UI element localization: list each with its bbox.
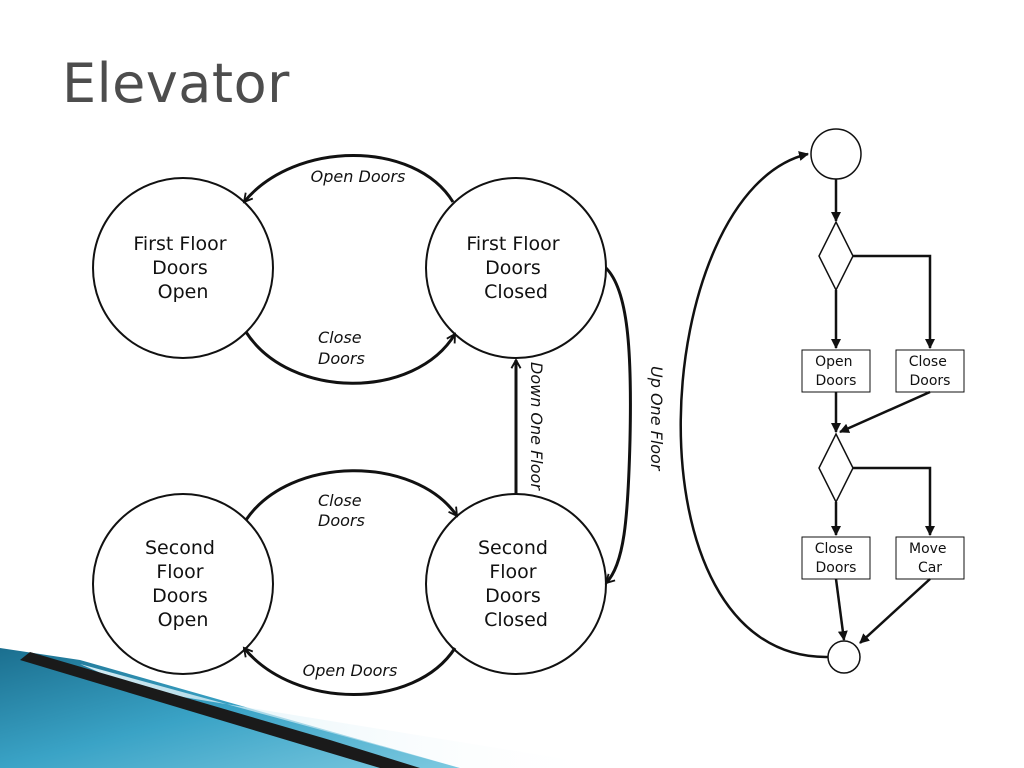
state-first-floor-doors-open: First Floor Doors Open: [92, 177, 274, 359]
svg-text:First Floor Doors: First Floor Doors Closed: [466, 233, 565, 303]
activity-loop-arrow: [679, 151, 829, 659]
state-label-line: Closed: [484, 609, 548, 631]
state-label-line: Open: [158, 281, 209, 303]
edge-label-open-doors-bottom: Open Doors: [303, 661, 398, 680]
edge-label-line: Close: [318, 328, 362, 347]
decorative-swoosh: [0, 648, 620, 768]
activity-close-doors-1: Close Doors: [895, 349, 965, 393]
activity-end-node: [827, 640, 861, 674]
activity-start-node: [810, 128, 862, 180]
activity-flow-arrow: [834, 578, 848, 641]
state-label-line: Open: [158, 609, 209, 631]
state-label-line: Doors: [485, 585, 541, 607]
activity-label-line: Car: [918, 560, 942, 576]
edge-label-up-one-floor: Up One Floor: [647, 366, 666, 472]
activity-open-doors: Open Doors: [801, 349, 871, 393]
activity-label-line: Doors: [910, 373, 951, 389]
transition-close-doors-top: [244, 331, 457, 385]
activity-label-line: Close: [815, 541, 853, 557]
state-first-floor-doors-closed: First Floor Doors Closed: [425, 177, 607, 359]
state-label-line: Second: [145, 537, 215, 559]
activity-flow-arrow: [859, 578, 931, 644]
activity-decision-1: [818, 220, 854, 292]
activity-label-line: Open: [815, 354, 852, 370]
activity-flow-arrow: [853, 254, 935, 349]
activity-move-car: Move Car: [895, 536, 965, 580]
slide-title: Elevator: [62, 52, 290, 115]
svg-text:Second Floor Doors: Second Floor Doors Closed: [478, 537, 554, 631]
activity-flow-arrow: [853, 466, 935, 536]
svg-text:Close Doors: Close Doors: [318, 328, 367, 368]
svg-text:First Floor Doors: First Floor Doors Open: [133, 233, 232, 303]
state-label-line: Floor: [489, 561, 536, 583]
state-label-line: Doors: [152, 585, 208, 607]
svg-text:Move Car: Move Car: [909, 541, 951, 576]
state-second-floor-doors-closed: Second Floor Doors Closed: [425, 493, 607, 675]
activity-decision-2: [818, 432, 854, 504]
svg-text:Second Floor Doors: Second Floor Doors Open: [145, 537, 221, 631]
svg-text:Close Doors: Close Doors: [815, 541, 858, 576]
activity-label-line: Doors: [816, 373, 857, 389]
svg-text:Close Doors: Close Doors: [318, 491, 367, 530]
state-label-line: Floor: [156, 561, 203, 583]
state-label-line: First Floor: [133, 233, 226, 255]
activity-label-line: Doors: [816, 560, 857, 576]
activity-flow-arrow: [839, 390, 931, 434]
svg-text:Open Doors: Open Doors: [815, 354, 857, 389]
transition-close-doors-bottom: [244, 469, 459, 521]
transition-open-doors-bottom: [244, 648, 457, 696]
edge-label-open-doors-top: Open Doors: [311, 167, 406, 186]
state-label-line: Doors: [152, 257, 208, 279]
transition-open-doors-top: [244, 154, 455, 203]
state-label-line: First Floor: [466, 233, 559, 255]
edge-label-down-one-floor: Down One Floor: [527, 362, 546, 491]
state-label-line: Doors: [485, 257, 541, 279]
activity-close-doors-2: Close Doors: [801, 536, 871, 580]
state-label-line: Second: [478, 537, 548, 559]
state-label-line: Closed: [484, 281, 548, 303]
edge-label-line: Close: [318, 491, 362, 510]
activity-label-line: Close: [909, 354, 947, 370]
activity-label-line: Move: [909, 541, 947, 557]
svg-text:Close Doors: Close Doors: [909, 354, 952, 389]
state-second-floor-doors-open: Second Floor Doors Open: [92, 493, 274, 675]
edge-label-line: Doors: [318, 349, 365, 368]
transition-up-one-floor: [606, 266, 632, 583]
edge-label-line: Doors: [318, 511, 365, 530]
